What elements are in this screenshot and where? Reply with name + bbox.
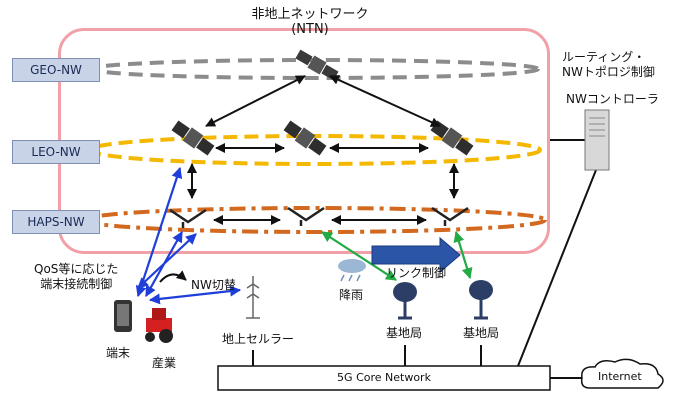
ntn-title: 非地上ネットワーク (NTN) [215, 3, 405, 37]
base-station-icon [469, 280, 493, 320]
routing-control-line2: NWトポロジ制御 [562, 65, 655, 79]
rain-cloud-icon [338, 259, 366, 282]
qos-line2: 端末接続制御 [40, 277, 113, 291]
terminal-haps-link [137, 233, 197, 289]
routing-control-annotation: ルーティング・ NWトポロジ制御 [562, 50, 655, 80]
rain-label: 降雨 [339, 288, 364, 302]
geo-nw-label: GEO-NW [12, 58, 100, 82]
tractor-icon [145, 308, 173, 343]
haps-nw-label: HAPS-NW [12, 210, 100, 234]
terminal-leo-link [135, 166, 183, 298]
base-station-label: 基地局 [463, 326, 500, 340]
haps-orbit [83, 206, 547, 234]
haps-aircraft-icon [287, 206, 325, 226]
terminal-label: 端末 [106, 346, 131, 360]
ntn-title-line2: (NTN) [291, 22, 329, 37]
core-network-box [217, 365, 551, 391]
geo-leo-link [329, 75, 441, 127]
qos-control-annotation: QoS等に応じた 端末接続制御 [34, 262, 118, 292]
internet-cloud-icon [580, 358, 664, 389]
leo-satellite-icon [171, 120, 215, 156]
controller-core-link [517, 169, 597, 367]
leo-nw-label: LEO-NW [12, 140, 100, 164]
terminal-cellular-link [148, 285, 242, 305]
industry-label: 産業 [152, 356, 177, 370]
base-station-icon [393, 282, 417, 320]
server-icon [584, 109, 610, 171]
haps-basestation-link [321, 231, 397, 281]
qos-line1: QoS等に応じた [34, 262, 119, 276]
ground-cellular-label: 地上セルラー [222, 332, 295, 346]
haps-aircraft-icon [169, 208, 207, 228]
internet-label: Internet [598, 370, 642, 383]
nw-switch-arrow [159, 270, 187, 283]
routing-control-line1: ルーティング・ [562, 50, 646, 64]
smartphone-icon [114, 300, 132, 332]
link-control-label: リンク制御 [386, 266, 447, 280]
haps-aircraft-icon [431, 206, 469, 226]
haps-basestation-link [453, 230, 473, 280]
base-station-label: 基地局 [386, 326, 423, 340]
core-network-label: 5G Core Network [337, 371, 431, 384]
geo-leo-link [205, 75, 306, 127]
cellular-tower-icon [246, 276, 260, 319]
nw-controller-label: NWコントローラ [566, 92, 659, 106]
nw-switch-label: NW切替 [191, 278, 236, 292]
link-control-arrow [371, 236, 461, 274]
ntn-title-line1: 非地上ネットワーク [251, 7, 369, 22]
